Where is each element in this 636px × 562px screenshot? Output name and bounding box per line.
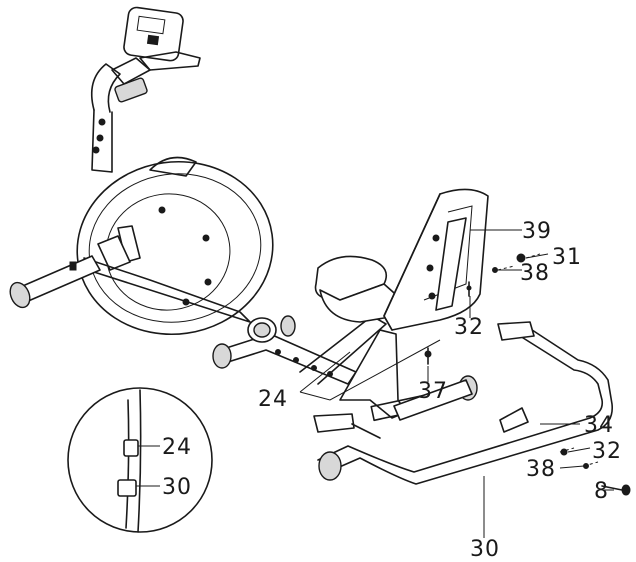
console-assembly [90, 6, 201, 173]
part-label-31: 31 [552, 245, 582, 270]
front-stabilizer [9, 255, 101, 309]
part-label-8: 8 [594, 479, 609, 504]
leader-lines [299, 229, 614, 538]
part-label-38-lower: 38 [526, 457, 556, 482]
part-label-32-lower: 32 [592, 439, 622, 464]
part-label-39: 39 [522, 219, 552, 244]
part-label-30: 30 [470, 537, 500, 562]
main-frame-tube [212, 315, 357, 385]
seat-assembly [299, 255, 478, 422]
part-label-37: 37 [418, 379, 448, 404]
part-label-32-upper: 32 [454, 315, 484, 340]
backrest [383, 188, 489, 331]
part-label-34: 34 [584, 413, 614, 438]
hardware-fasteners [424, 253, 631, 496]
rear-frame [313, 321, 614, 485]
detail-label-24: 24 [162, 435, 192, 460]
detail-label-30: 30 [162, 475, 192, 500]
part-label-38-upper: 38 [520, 261, 550, 286]
detail-magnifier [67, 387, 213, 533]
flywheel-housing [76, 156, 274, 336]
part-label-24: 24 [258, 387, 288, 412]
